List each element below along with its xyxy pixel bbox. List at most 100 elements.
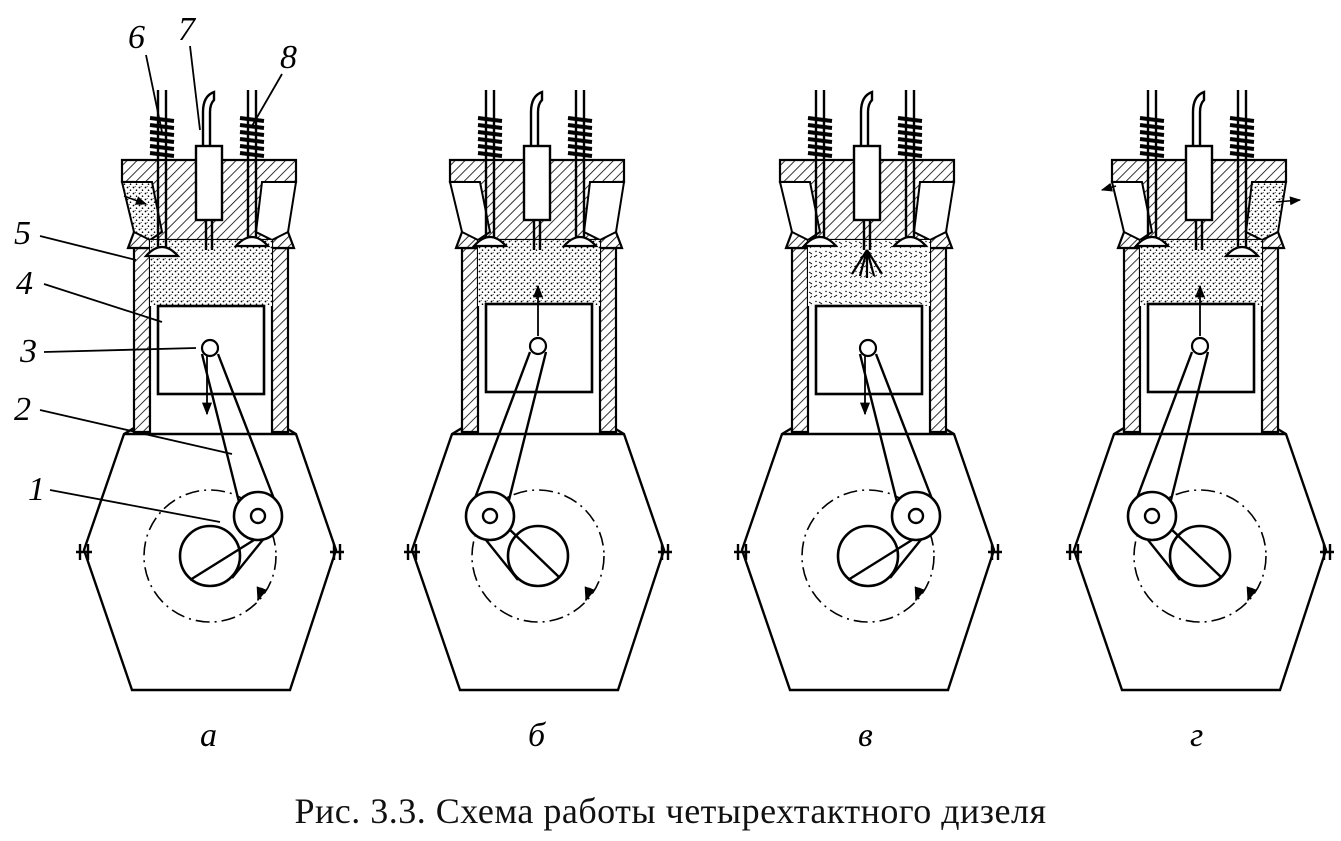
fuel-line [859, 90, 874, 146]
crank-pin [1143, 507, 1161, 525]
stroke-label-b: б [528, 717, 547, 754]
label-part-4: 4 [16, 265, 33, 302]
cylinder-wall-right [270, 246, 290, 434]
intake-valve-stem [1146, 90, 1158, 244]
crankcase-flange [1066, 544, 1334, 560]
rotation-arrow [914, 586, 926, 602]
intake-valve-spring [807, 116, 833, 158]
piston-pin [858, 338, 878, 358]
leader-1 [49, 489, 221, 523]
fuel-injector [194, 144, 224, 222]
crank-circle [471, 489, 605, 623]
cylinder-wall-left [460, 246, 480, 434]
exhaust-flow-arrow-left [1100, 182, 1117, 192]
connecting-rod [1132, 351, 1210, 507]
exhaust-valve-stem [574, 90, 586, 244]
injector-nozzle [862, 220, 872, 250]
leader-5 [39, 235, 137, 261]
rotation-arrow [1246, 586, 1258, 602]
cylinder-wall-right [928, 246, 948, 434]
exhaust-valve-head [891, 235, 929, 248]
exhaust-valve-head [561, 235, 599, 248]
intake-valve-stem [484, 90, 496, 244]
label-part-2: 2 [14, 391, 31, 428]
exhaust-valve-head [233, 235, 271, 248]
fuel-line [1191, 90, 1206, 146]
exhaust-valve-stem [904, 90, 916, 244]
crank-web [485, 525, 561, 581]
crank-pin [249, 507, 267, 525]
injector-nozzle [1194, 220, 1204, 250]
crank-circle [801, 489, 935, 623]
fuel-line [201, 90, 216, 146]
intake-valve-spring [1139, 116, 1165, 158]
cylinder-wall-right [1260, 246, 1280, 434]
intake-valve-head [143, 245, 181, 258]
rotation-arrow [584, 586, 596, 602]
injector-nozzle [532, 220, 542, 250]
label-part-7: 7 [178, 11, 197, 48]
exhaust-valve-spring [897, 116, 923, 158]
fuel-line [529, 90, 544, 146]
label-part-3: 3 [19, 333, 37, 370]
intake-valve-stem [814, 90, 826, 244]
leader-7 [189, 45, 201, 131]
intake-port [448, 181, 492, 242]
engine-stroke-4 [1066, 90, 1334, 692]
crank-web [1147, 525, 1223, 581]
intake-valve-head [1133, 235, 1171, 248]
engine-stroke-1 [76, 90, 344, 692]
intake-port [1110, 181, 1154, 242]
crank-circle [143, 489, 277, 623]
label-part-5: 5 [14, 215, 31, 252]
crankcase-flange [76, 544, 344, 560]
intake-valve-head [801, 235, 839, 248]
injector-nozzle [204, 220, 214, 250]
label-part-1: 1 [28, 471, 45, 508]
exhaust-valve-stem [246, 90, 258, 244]
leader-3 [43, 347, 197, 353]
leader-2 [39, 409, 233, 455]
leader-6 [145, 54, 163, 133]
fuel-injector [1184, 144, 1214, 222]
crankshaft-journal [178, 524, 242, 588]
crankcase-flange [404, 544, 672, 560]
crankshaft-journal [836, 524, 900, 588]
rotation-arrow [256, 586, 268, 602]
fuel-injector [522, 144, 552, 222]
combustion-chamber [808, 240, 930, 306]
exhaust-valve-head [1223, 245, 1261, 258]
label-leaders [39, 45, 283, 523]
piston-pin [1190, 336, 1210, 356]
intake-valve-spring [149, 116, 175, 158]
intake-port [778, 181, 822, 242]
label-part-6: 6 [128, 19, 145, 56]
connecting-rod [858, 353, 936, 507]
figure-caption: Рис. 3.3. Схема работы четырехтактного д… [294, 791, 1047, 831]
exhaust-port [254, 181, 298, 242]
cylinder-wall-left [132, 246, 152, 434]
stroke-label-g: г [1190, 717, 1203, 754]
crank-pin [481, 507, 499, 525]
label-part-8: 8 [280, 39, 297, 76]
intake-valve-spring [477, 116, 503, 158]
cylinder-wall-right [598, 246, 618, 434]
fuel-injector [852, 144, 882, 222]
exhaust-port [912, 181, 956, 242]
piston-pin [200, 338, 220, 358]
cylinder-wall-left [790, 246, 810, 434]
connecting-rod [200, 353, 278, 507]
engine-stroke-3 [734, 90, 1002, 692]
crankcase-flange [734, 544, 1002, 560]
intake-valve-head [471, 235, 509, 248]
exhaust-flow-arrow [1275, 196, 1302, 206]
cylinder-wall-left [1122, 246, 1142, 434]
intake-flow-arrow [123, 195, 148, 205]
exhaust-port [582, 181, 626, 242]
piston-pin [528, 336, 548, 356]
crank-circle [1133, 489, 1267, 623]
connecting-rod [470, 351, 548, 507]
stroke-label-a: а [200, 717, 217, 754]
leader-4 [43, 283, 163, 323]
